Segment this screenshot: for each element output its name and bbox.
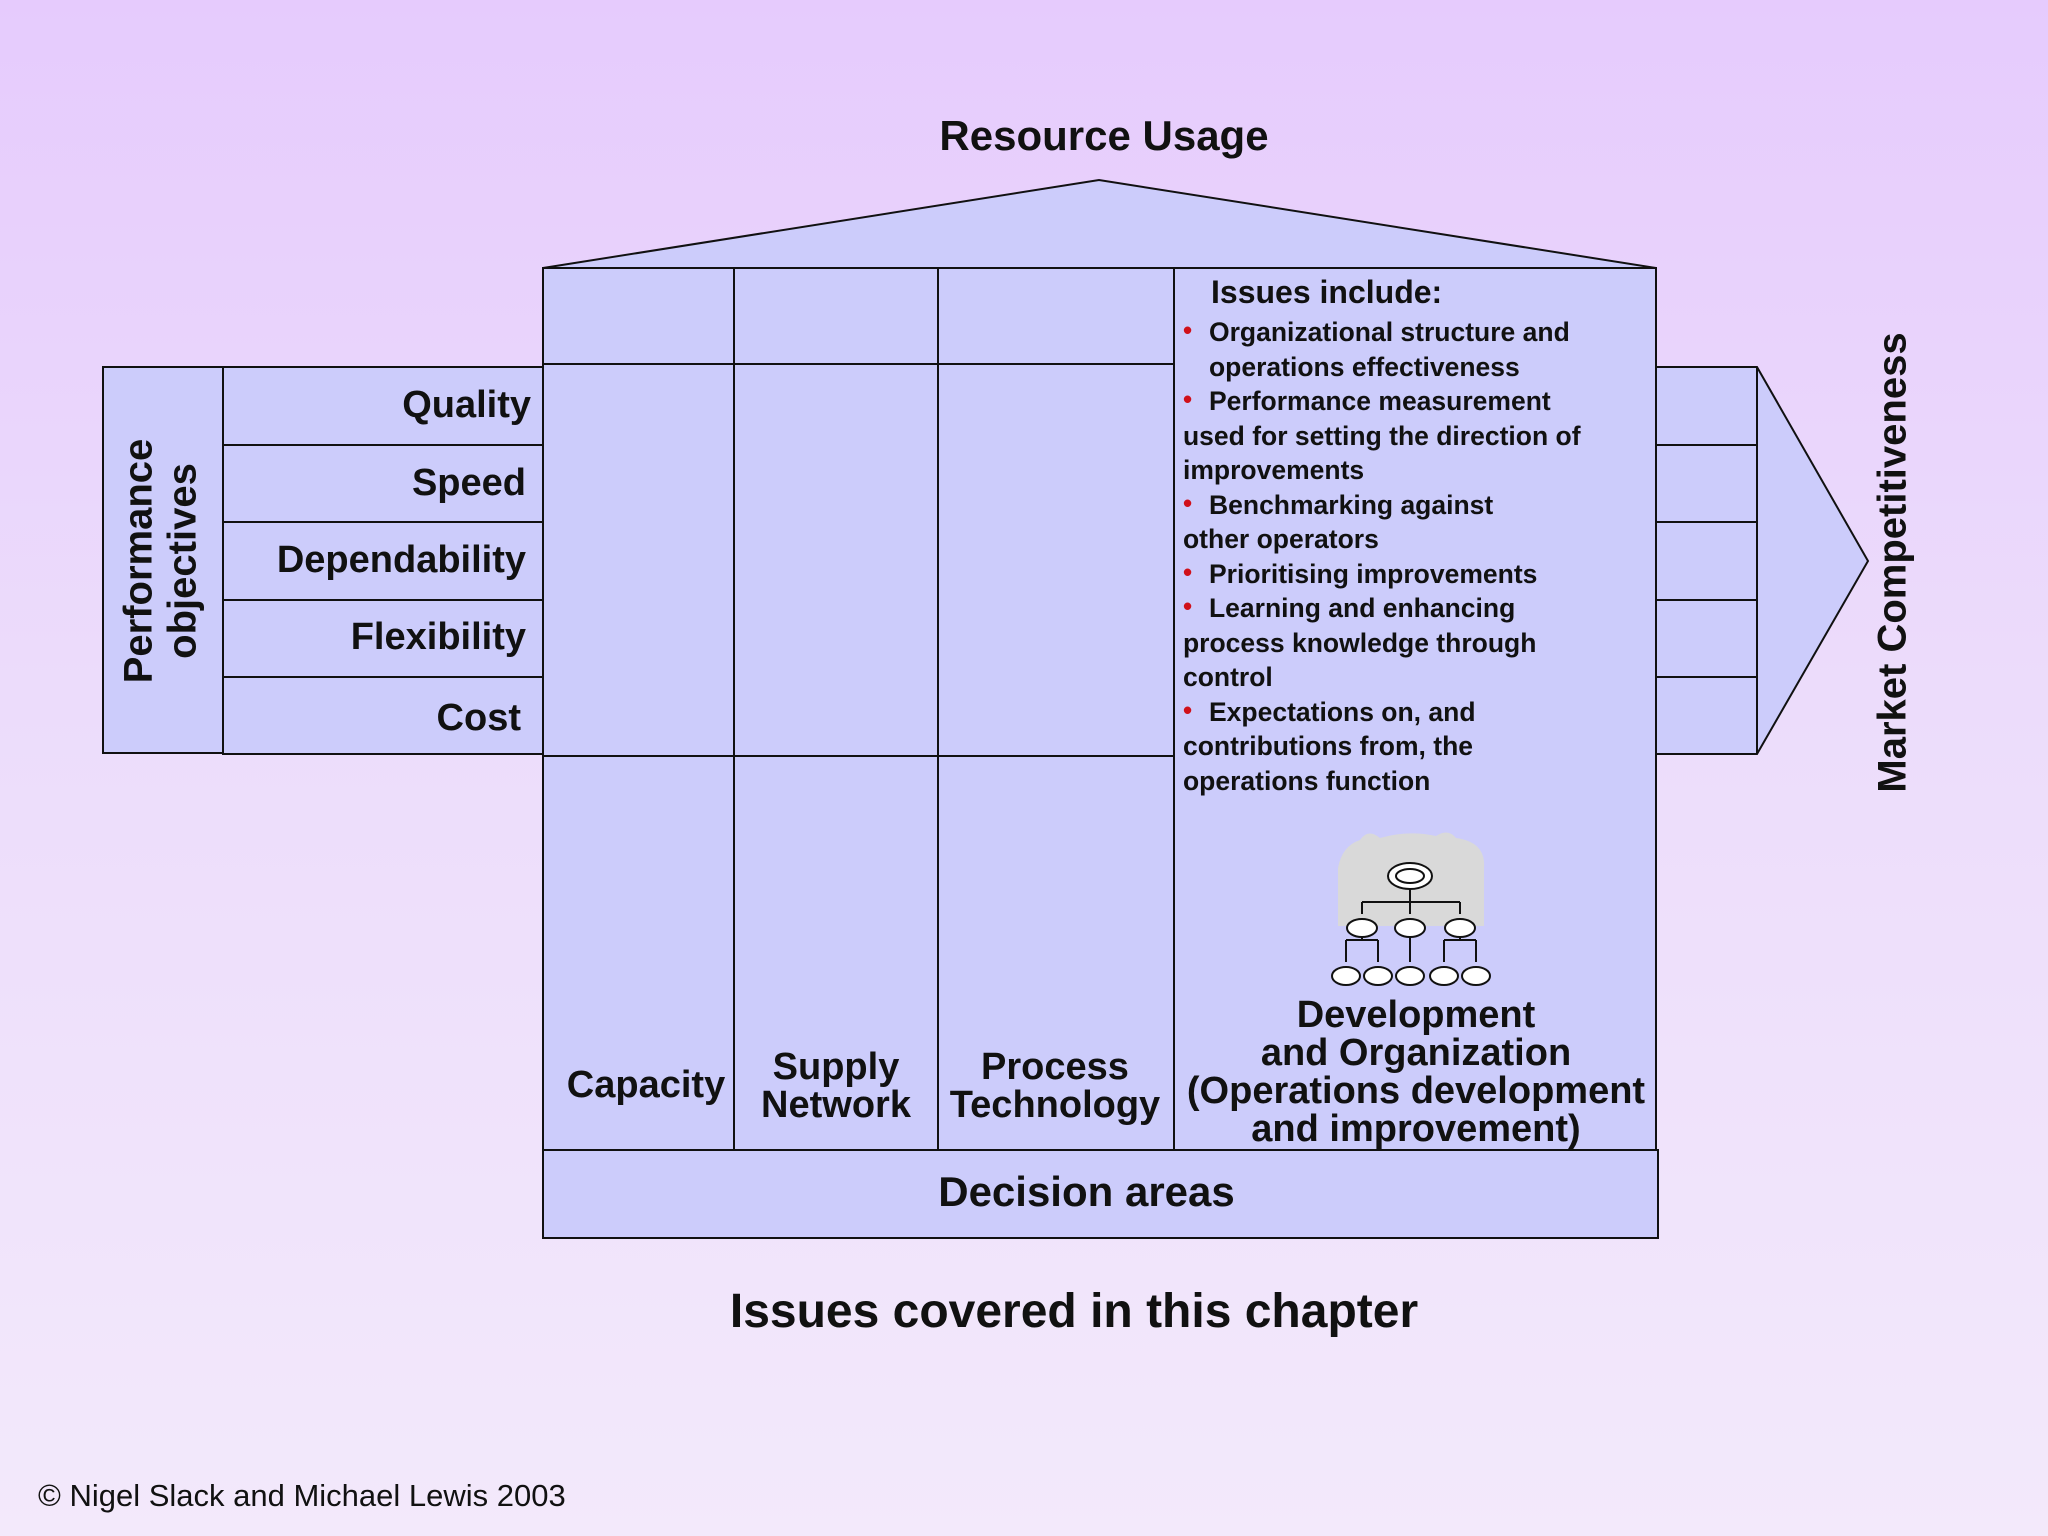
performance-objectives-text: Performance objectives [116, 438, 204, 684]
market-competitiveness-label: Market Competitiveness [1838, 300, 1948, 824]
market-competitiveness-text: Market Competitiveness [1870, 331, 1915, 793]
objective-speed: Speed [411, 462, 526, 504]
bullet-icon: • [1183, 694, 1193, 725]
development-organization-label: Development and Organization (Operations… [1186, 994, 1646, 1150]
resource-usage-title: Resource Usage [939, 112, 1269, 159]
column-supply-network: Supply Network [761, 1046, 911, 1126]
issue-item: • Expectations on, and contributions fro… [1183, 694, 1476, 796]
objective-flexibility: Flexibility [350, 616, 526, 658]
issue-item: • Benchmarking against other operators [1183, 487, 1494, 555]
performance-box [102, 366, 224, 754]
bullet-icon: • [1183, 487, 1193, 518]
bullet-icon: • [1183, 591, 1193, 621]
issue-item: • Learning and enhancing process knowled… [1183, 591, 1537, 692]
bullet-icon: • [1183, 384, 1193, 414]
decision-bar [542, 1149, 1659, 1239]
decision-areas-label: Decision areas [938, 1168, 1235, 1215]
issues-list: Issues include: • Organizational structu… [1183, 274, 1663, 798]
issues-heading: Issues include: [1211, 274, 1443, 310]
bullet-icon: • [1183, 315, 1193, 345]
issue-item: • Organizational structure and operation… [1183, 315, 1570, 382]
performance-objectives-label: Performance objectives [104, 370, 216, 752]
org-chart-icon [1331, 832, 1491, 986]
roof [542, 178, 1657, 269]
objective-dependability: Dependability [276, 539, 526, 581]
bullet-icon: • [1183, 556, 1193, 587]
market-arrow [1655, 366, 1870, 755]
column-capacity: Capacity [566, 1064, 726, 1106]
issue-item: • Prioritising improvements [1183, 556, 1538, 589]
objective-quality: Quality [402, 384, 531, 426]
issue-item: • Performance measurement used for setti… [1183, 384, 1581, 485]
objective-cost: Cost [436, 697, 521, 739]
column-process-technology: Process Technology [949, 1046, 1161, 1126]
chapter-caption: Issues covered in this chapter [729, 1285, 1419, 1338]
copyright-notice: © Nigel Slack and Michael Lewis 2003 [38, 1478, 566, 1513]
